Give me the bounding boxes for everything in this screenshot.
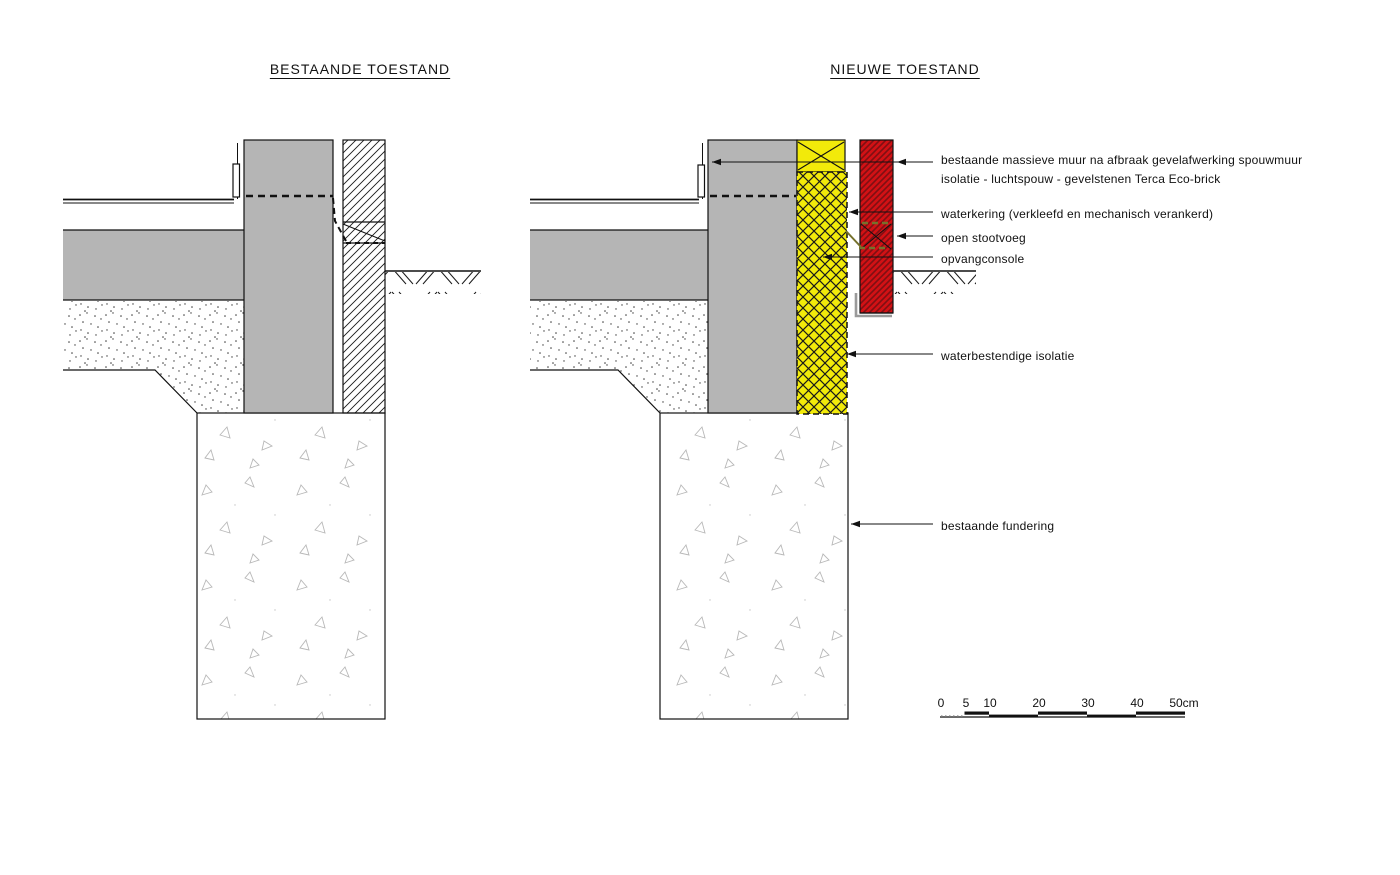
waterkering-membrane-diagonal: [845, 230, 862, 248]
massive-wall-new: [707, 139, 798, 414]
foundation-new: [659, 412, 849, 720]
arrow-icon: [897, 232, 906, 240]
scale-label-50cm: 50cm: [1169, 696, 1199, 710]
scale-label-30: 30: [1081, 696, 1095, 710]
excavation-edge: [63, 369, 198, 414]
massive-wall: [243, 139, 334, 414]
arrow-icon: [847, 350, 856, 358]
annotation-bestaande-fundering: bestaande fundering: [941, 519, 1055, 533]
annotation-waterkering: waterkering (verkleefd en mechanisch ver…: [941, 207, 1214, 221]
dpc-joint-diagonal: [342, 223, 386, 242]
annotation-massive-wall-line1: bestaande massieve muur na afbraak gevel…: [941, 153, 1303, 167]
skirting-profile-new: [697, 164, 706, 198]
annotation-waterbestendige-isolatie: waterbestendige isolatie: [941, 349, 1075, 363]
annotation-massive-wall-line2: isolatie - luchtspouw - gevelstenen Terc…: [941, 172, 1221, 186]
new-condition-drawing: [530, 139, 976, 720]
title-new-condition: NIEUWE TOESTAND: [830, 61, 980, 77]
insulation-board-diagonal2: [797, 141, 845, 171]
arrow-icon: [851, 520, 860, 528]
sand-fill: [63, 301, 244, 413]
soil-hatch-existing: [385, 272, 481, 294]
dpc-dashed-drop: [332, 197, 347, 242]
arrow-icon: [849, 208, 858, 216]
arrow-icon: [897, 158, 906, 166]
scale-label-5: 5: [962, 696, 970, 710]
existing-condition-drawing: [63, 139, 481, 720]
scale-segments: [964, 711, 1185, 718]
floor-slab: [63, 230, 244, 300]
existing-facade-leaf: [342, 139, 386, 414]
sand-fill-new: [530, 301, 708, 413]
scale-label-10: 10: [983, 696, 997, 710]
scale-label-0: 0: [937, 696, 945, 710]
water-resistant-insulation: [796, 171, 848, 415]
scale-label-20: 20: [1032, 696, 1046, 710]
support-console-angle: [854, 293, 892, 318]
leader-lines: [712, 161, 933, 525]
annotation-opvangconsole: opvangconsole: [941, 252, 1025, 266]
annotation-open-stootvoeg: open stootvoeg: [941, 231, 1026, 245]
arrow-icon: [823, 253, 832, 261]
scale-label-40: 40: [1130, 696, 1144, 710]
skirting-profile: [232, 163, 241, 198]
annotation-massive-wall: bestaande massieve muur na afbraak gevel…: [941, 151, 1302, 189]
excavation-edge-new: [530, 369, 661, 414]
soil-hatch-new: [893, 272, 976, 294]
leader-arrowheads: [712, 158, 906, 528]
open-joint-cross2: [860, 223, 892, 250]
floor-slab-new: [530, 230, 708, 300]
title-existing-condition: BESTAANDE TOESTAND: [269, 61, 451, 77]
scale-bar: [940, 711, 1185, 718]
arrow-icon: [712, 158, 721, 166]
foundation-existing: [196, 412, 386, 720]
